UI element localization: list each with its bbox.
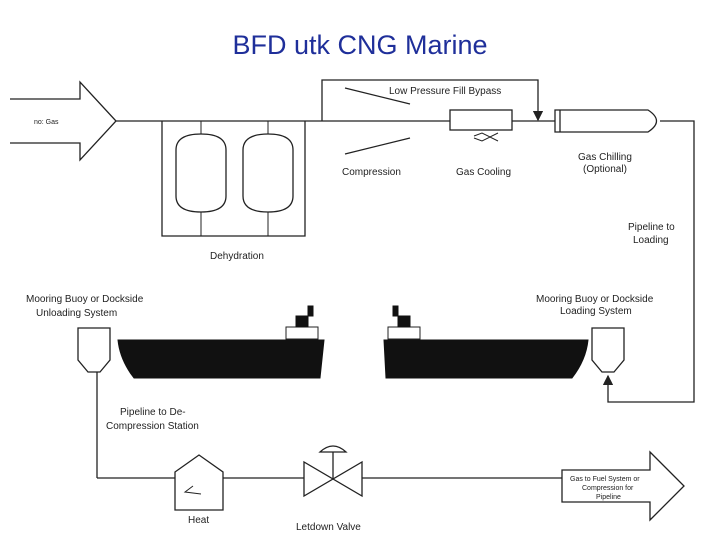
unloading-hopper xyxy=(77,327,111,373)
decompression-label-2: Compression Station xyxy=(106,421,199,432)
diagram-title: BFD utk CNG Marine xyxy=(232,30,488,60)
loading-system: Mooring Buoy or Dockside Loading System xyxy=(536,268,695,403)
unloading-label-1: Mooring Buoy or Dockside xyxy=(26,294,144,305)
gas-cooling-unit: Gas Cooling xyxy=(449,109,555,178)
unloading-label-2: Unloading System xyxy=(36,308,117,319)
dehydration-header xyxy=(161,121,306,237)
bypass-label: Low Pressure Fill Bypass xyxy=(389,86,501,97)
inlet-gas-label: no: Gas xyxy=(34,119,59,126)
letdown-valve: Letdown Valve xyxy=(296,445,562,533)
dehydration-towers: Dehydration xyxy=(161,120,322,262)
ship-left xyxy=(117,305,325,379)
pipeline-loading-label-2: Loading xyxy=(633,235,669,246)
decompression-label-1: Pipeline to De- xyxy=(120,407,186,418)
unloading-system: Mooring Buoy or Dockside Unloading Syste… xyxy=(26,294,144,478)
gas-chilling-unit: Gas Chilling (Optional) xyxy=(554,109,695,268)
dehydration-label: Dehydration xyxy=(210,251,264,262)
compression-symbol: Compression xyxy=(322,87,450,178)
fuel-label-2: Compression for xyxy=(582,485,634,492)
gas-cooling-label: Gas Cooling xyxy=(456,167,511,178)
ship-right xyxy=(383,305,589,379)
fuel-label-1: Gas to Fuel System or xyxy=(570,476,640,483)
dehydration-tower-1 xyxy=(175,133,227,213)
inlet-gas-arrow: no: Gas xyxy=(10,80,117,162)
fuel-label-3: Pipeline xyxy=(596,494,621,501)
pipeline-loading-label-1: Pipeline to xyxy=(628,222,675,233)
compression-label: Compression xyxy=(342,167,401,178)
bypass-line: Low Pressure Fill Bypass xyxy=(321,79,544,122)
heat-label: Heat xyxy=(188,515,209,526)
letdown-label: Letdown Valve xyxy=(296,522,361,533)
heater: Heat xyxy=(174,454,304,526)
fan-icon xyxy=(473,132,499,142)
heating-coil-icon xyxy=(183,485,202,495)
fuel-output-arrow: Gas to Fuel System or Compression for Pi… xyxy=(561,450,685,522)
gas-chilling-label-2: (Optional) xyxy=(583,164,627,175)
gas-chilling-label-1: Gas Chilling xyxy=(578,152,632,163)
loading-label-2: Loading System xyxy=(560,306,632,317)
loading-hopper xyxy=(591,327,625,373)
loading-label-1: Mooring Buoy or Dockside xyxy=(536,294,654,305)
dehydration-tower-2 xyxy=(242,133,294,213)
